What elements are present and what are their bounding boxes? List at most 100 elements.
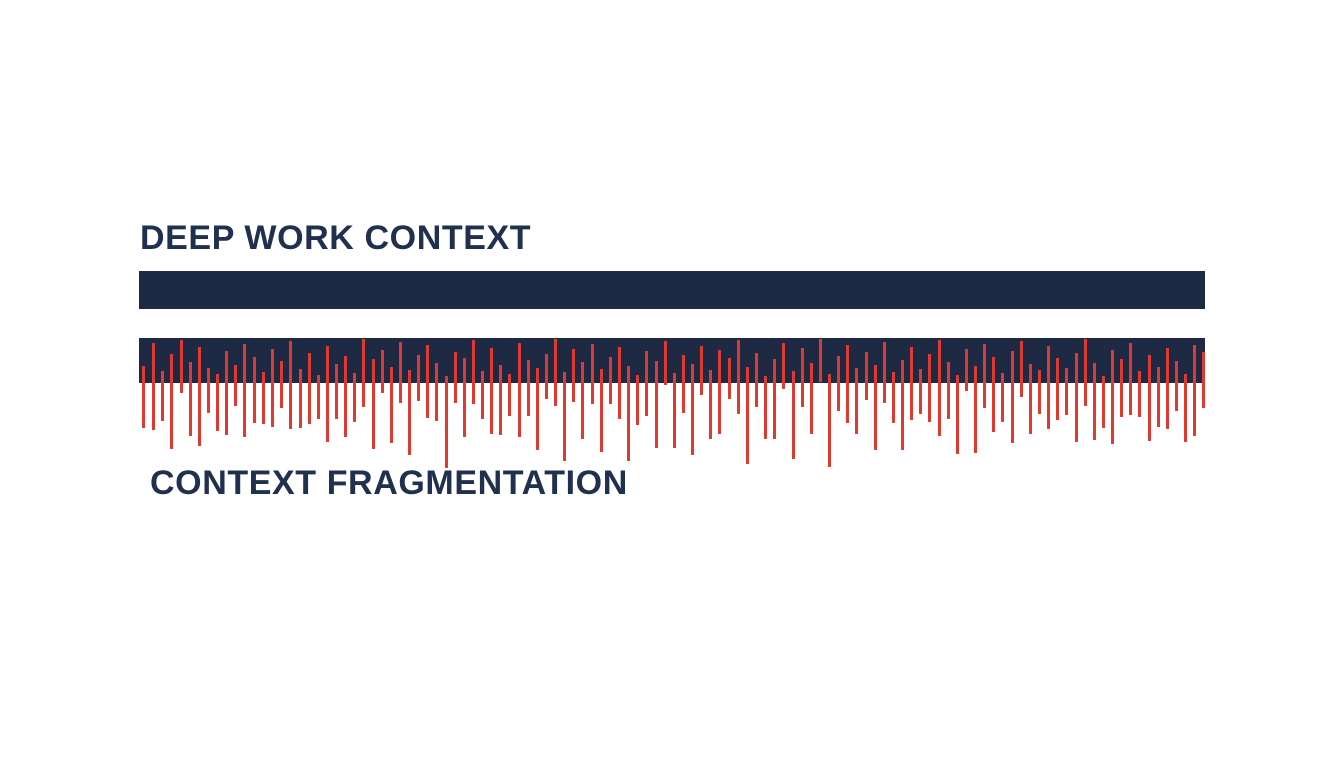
fragmentation-tick	[554, 339, 557, 406]
fragmentation-tick	[773, 359, 776, 439]
fragmentation-tick	[691, 364, 694, 455]
fragmentation-tick	[609, 357, 612, 404]
fragmentation-tick	[1093, 363, 1096, 440]
fragmentation-tick	[253, 357, 256, 423]
fragmentation-tick	[810, 363, 813, 434]
fragmentation-tick	[591, 344, 594, 404]
fragmentation-tick	[142, 366, 145, 428]
fragmentation-tick	[865, 352, 868, 400]
fragmentation-tick	[390, 367, 393, 443]
fragmentation-tick	[225, 351, 228, 435]
fragmentation-tick	[344, 356, 347, 437]
fragmentation-tick	[718, 350, 721, 434]
fragmentation-tick	[1202, 365, 1205, 408]
fragmentation-tick	[1175, 361, 1178, 411]
fragmentation-tick	[1102, 376, 1105, 428]
fragmentation-tick	[326, 346, 329, 442]
fragmentation-tick	[1011, 351, 1014, 443]
fragmentation-tick	[965, 349, 968, 391]
context-fragmentation-chart	[139, 338, 1205, 468]
fragmentation-tick	[782, 343, 785, 389]
fragmentation-tick	[855, 368, 858, 434]
fragmentation-tick	[700, 346, 703, 395]
fragmentation-tick	[1193, 345, 1196, 436]
fragmentation-tick	[892, 372, 895, 423]
fragmentation-tick	[1001, 373, 1004, 422]
fragmentation-tick	[518, 343, 521, 437]
fragmentation-tick	[919, 369, 922, 414]
fragmentation-tick	[728, 358, 731, 399]
fragmentation-tick	[152, 343, 155, 430]
fragmentation-tick	[1129, 343, 1132, 415]
fragmentation-tick	[709, 370, 712, 439]
fragmentation-tick	[435, 363, 438, 421]
page-title: DEEP WORK CONTEXT	[140, 219, 532, 257]
fragmentation-tick	[536, 368, 539, 450]
fragmentation-tick	[764, 376, 767, 439]
fragmentation-tick	[445, 376, 448, 468]
fragmentation-tick	[801, 348, 804, 407]
fragmentation-tick	[883, 342, 886, 403]
fragmentation-tick	[289, 341, 292, 429]
fragmentation-tick	[262, 372, 265, 424]
fragmentation-tick	[600, 369, 603, 452]
fragmentation-tick	[207, 368, 210, 413]
fragmentation-tick	[170, 354, 173, 449]
fragmentation-tick	[1166, 348, 1169, 429]
fragmentation-tick	[828, 374, 831, 467]
fragmentation-tick	[472, 340, 475, 404]
fragmentation-tick	[1047, 346, 1050, 429]
fragmentation-tick	[508, 374, 511, 416]
fragmentation-tick	[846, 345, 849, 423]
fragmentation-tick	[956, 375, 959, 454]
fragmentation-tick	[1038, 370, 1041, 414]
fragmentation-tick	[1138, 371, 1141, 417]
fragmentation-tick	[992, 357, 995, 432]
fragmentation-tick	[664, 341, 667, 385]
fragmentation-tick	[874, 365, 877, 450]
fragmentation-tick	[271, 349, 274, 427]
fragmentation-tick	[627, 366, 630, 461]
fragmentation-tick	[572, 349, 575, 402]
fragmentation-tick	[1184, 374, 1187, 442]
fragmentation-tick	[938, 340, 941, 436]
fragmentation-tick	[308, 353, 311, 424]
fragmentation-tick	[189, 362, 192, 436]
fragmentation-tick	[161, 371, 164, 421]
fragmentation-tick	[481, 371, 484, 419]
fragmentation-band	[139, 338, 1205, 383]
fragmentation-tick	[1157, 367, 1160, 427]
fragmentation-tick	[335, 364, 338, 419]
fragmentation-tick	[1020, 341, 1023, 397]
fragmentation-tick	[910, 347, 913, 420]
fragmentation-tick	[490, 348, 493, 434]
fragmentation-tick	[408, 370, 411, 455]
fragmentation-tick	[1111, 350, 1114, 444]
fragmentation-tick	[299, 369, 302, 428]
fragmentation-tick	[792, 371, 795, 459]
fragmentation-tick	[645, 351, 648, 416]
fragmentation-tick	[399, 342, 402, 403]
fragmentation-tick	[837, 356, 840, 411]
fragmentation-tick	[581, 362, 584, 439]
fragmentation-tick	[317, 375, 320, 419]
fragmentation-tick	[280, 361, 283, 408]
fragmentation-tick	[819, 339, 822, 382]
fragmentation-tick	[1075, 353, 1078, 442]
fragmentation-tick	[243, 344, 246, 437]
fragmentation-tick	[198, 347, 201, 446]
fragmentation-tick	[737, 340, 740, 414]
fragmentation-tick	[463, 358, 466, 437]
fragmentation-tick	[1084, 339, 1087, 406]
fragmentation-tick	[1148, 355, 1151, 441]
fragmentation-tick	[527, 360, 530, 416]
fragmentation-tick	[417, 355, 420, 401]
fragmentation-tick	[1065, 368, 1068, 415]
fragmentation-tick	[362, 339, 365, 407]
fragmentation-tick	[499, 365, 502, 435]
fragmentation-tick	[234, 365, 237, 406]
fragmentation-tick	[180, 340, 183, 393]
fragmentation-tick	[563, 372, 566, 461]
fragmentation-tick	[636, 375, 639, 425]
